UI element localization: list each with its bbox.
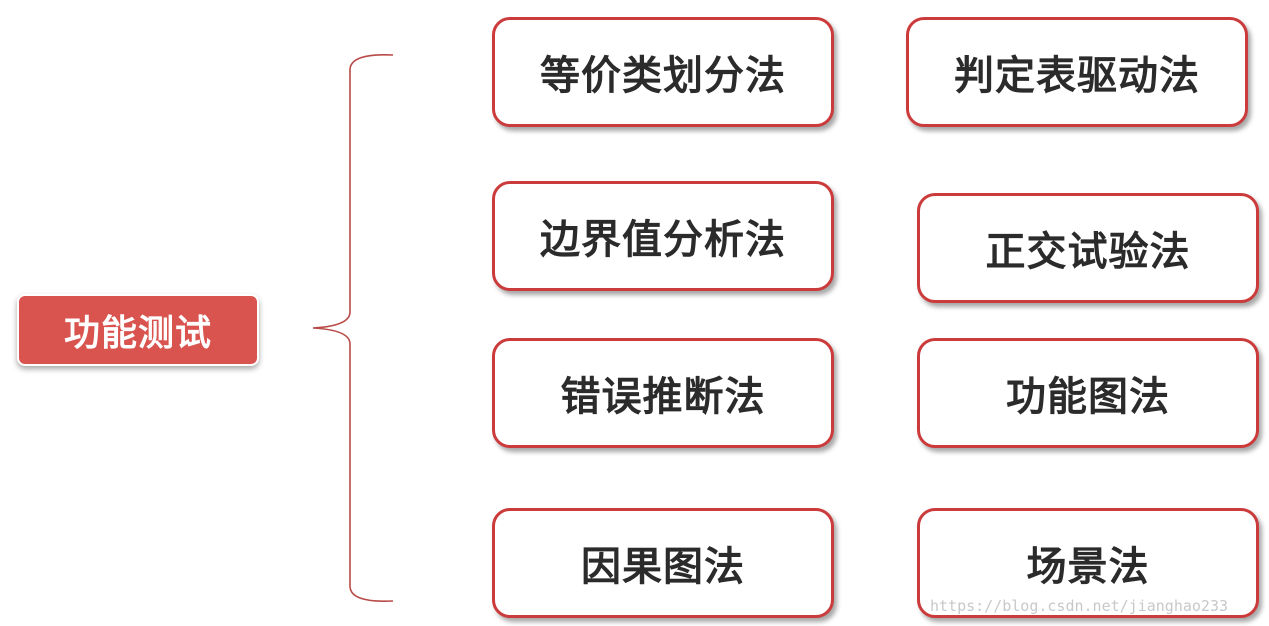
method-box-boundary-value: 边界值分析法 <box>492 181 834 291</box>
method-label: 错误推断法 <box>560 374 766 420</box>
method-box-decision-table: 判定表驱动法 <box>906 17 1248 127</box>
method-label: 场景法 <box>1026 544 1150 590</box>
method-box-function-diagram: 功能图法 <box>917 338 1259 448</box>
watermark-url: https://blog.csdn.net/jianghao233 <box>930 597 1229 615</box>
method-label: 因果图法 <box>581 544 745 590</box>
root-node-functional-testing: 功能测试 <box>17 294 259 366</box>
method-box-equivalence-partitioning: 等价类划分法 <box>492 17 834 127</box>
method-label: 功能图法 <box>1006 374 1170 420</box>
curly-brace-connector <box>312 53 394 603</box>
root-node-label: 功能测试 <box>63 313 212 354</box>
method-box-error-guessing: 错误推断法 <box>492 338 834 448</box>
method-label: 判定表驱动法 <box>954 53 1200 99</box>
method-box-scenario: 场景法 <box>917 508 1259 618</box>
method-label: 边界值分析法 <box>540 217 786 263</box>
method-box-cause-effect-graph: 因果图法 <box>492 508 834 618</box>
method-label: 正交试验法 <box>985 229 1191 275</box>
method-box-orthogonal-experiment: 正交试验法 <box>917 193 1259 303</box>
method-label: 等价类划分法 <box>540 53 786 99</box>
